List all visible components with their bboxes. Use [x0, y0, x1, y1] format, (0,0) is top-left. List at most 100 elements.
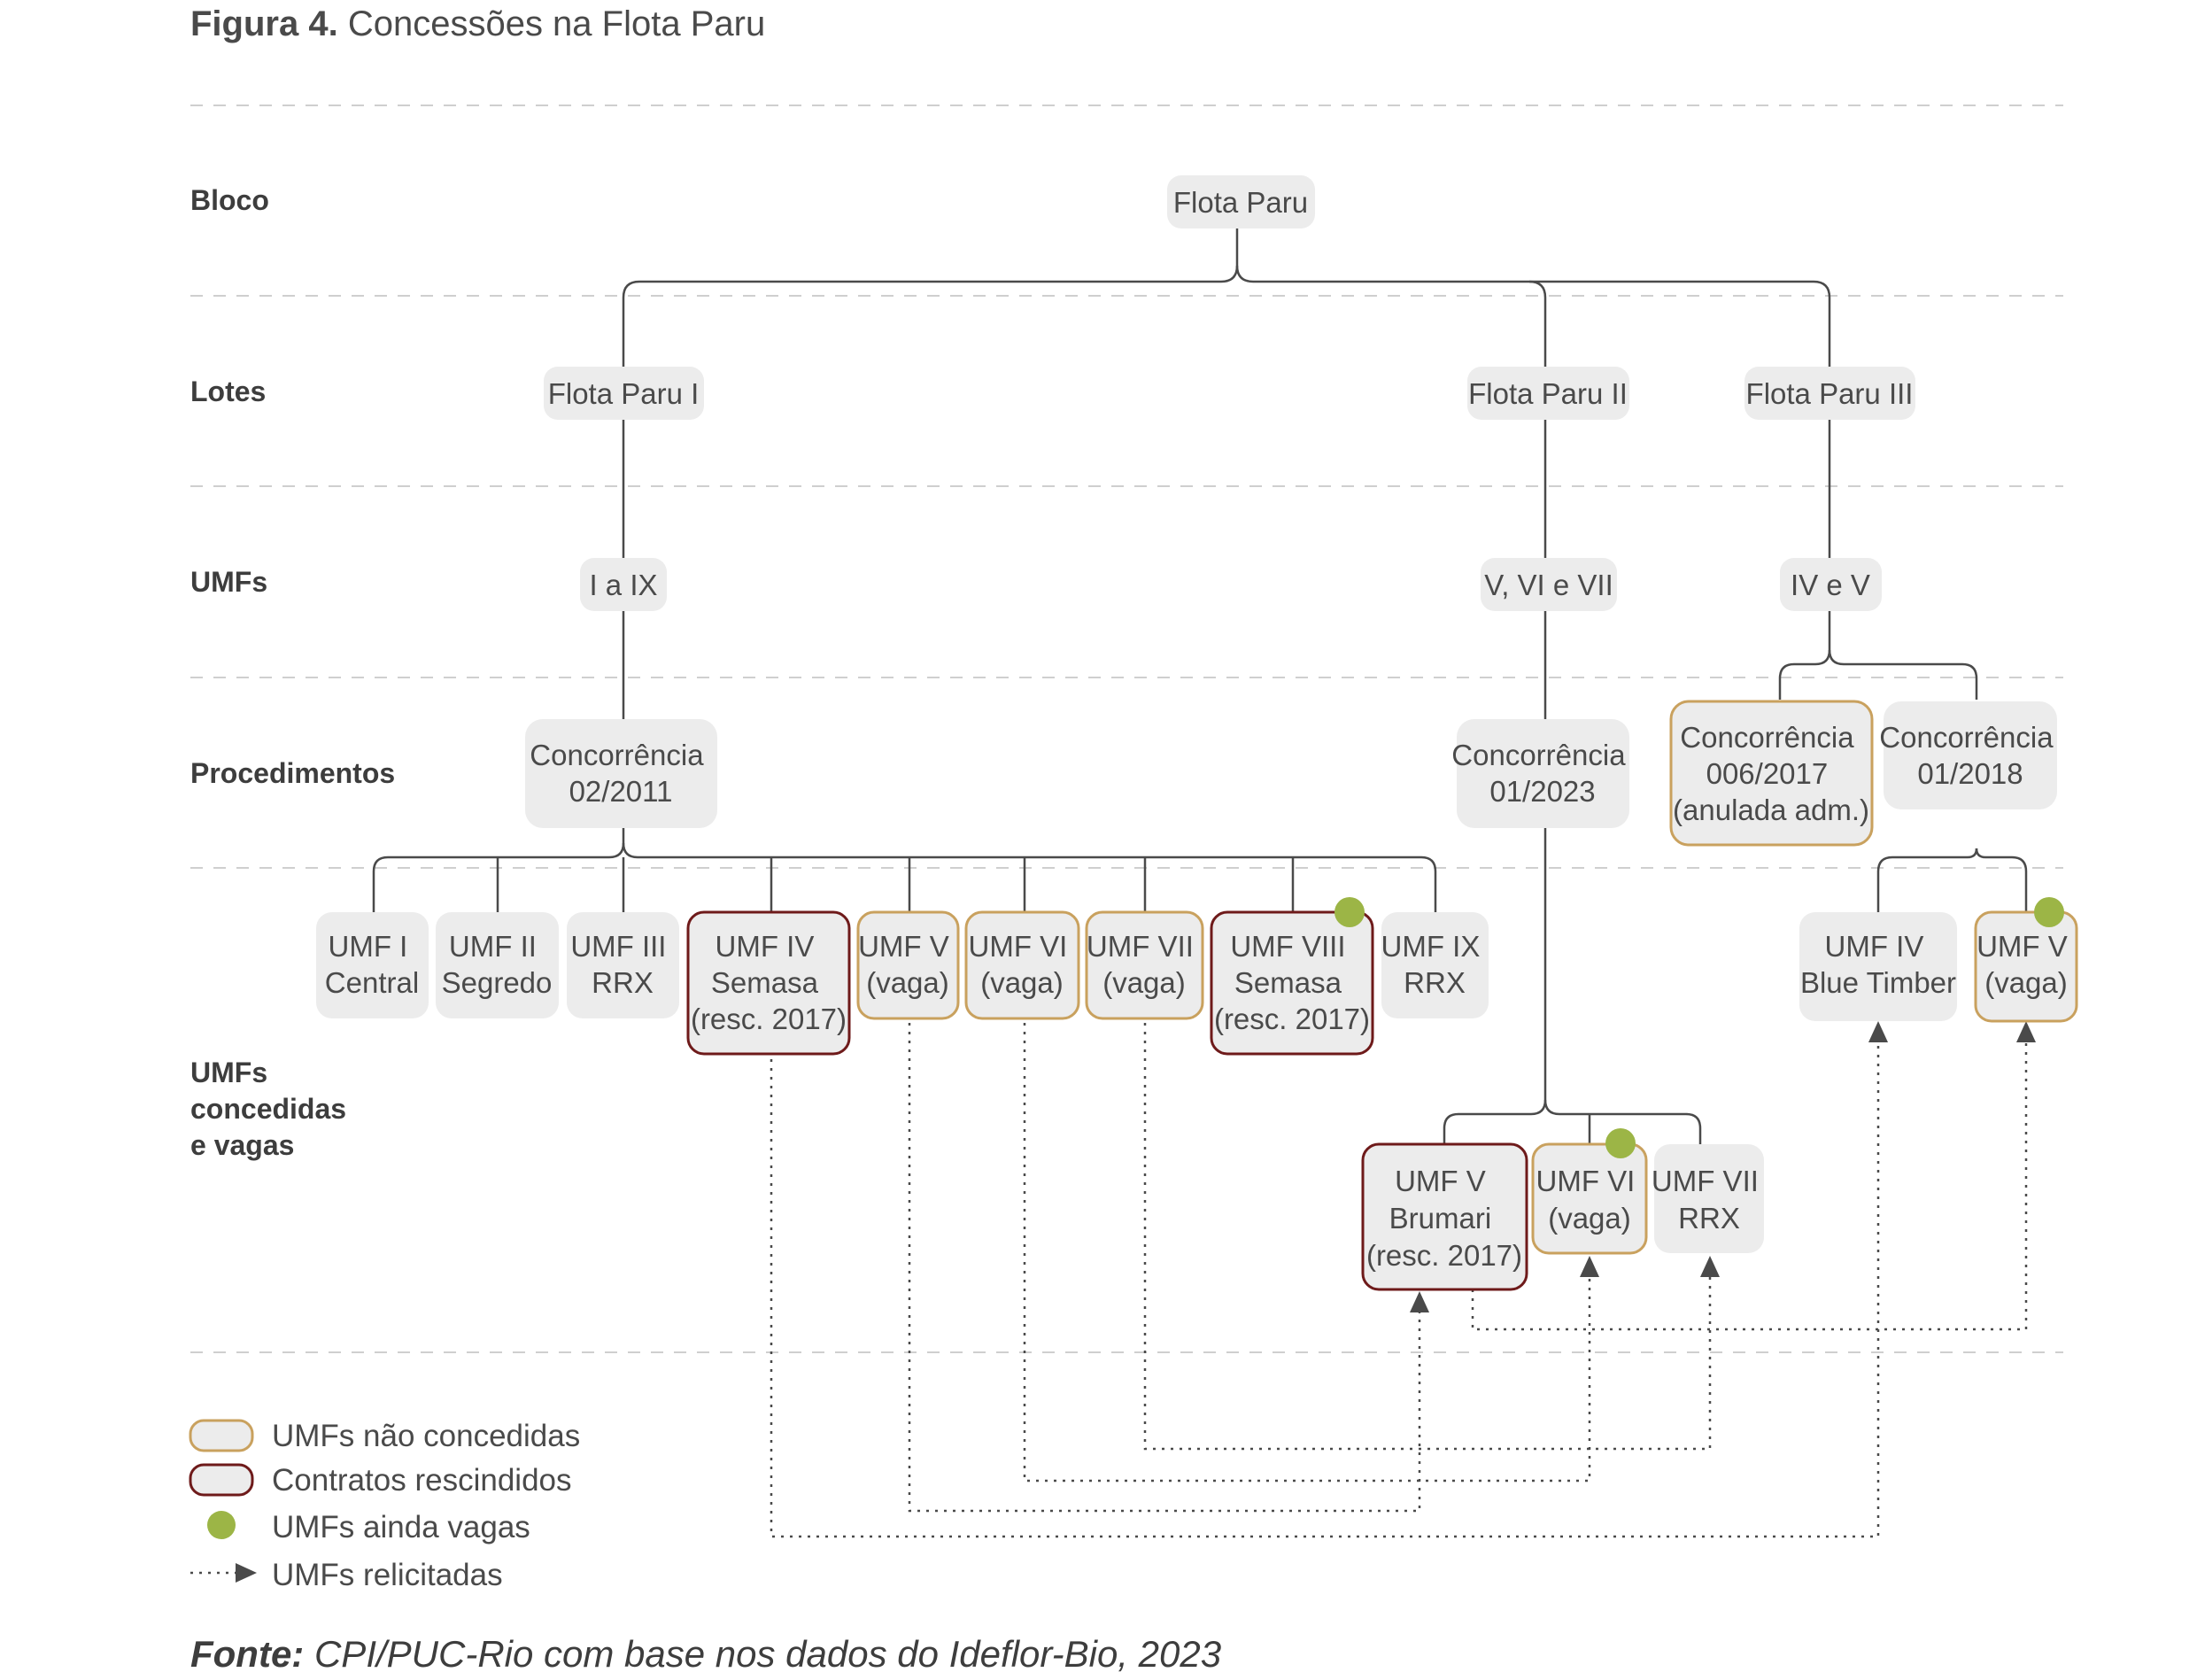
- connector-line: [1778, 611, 1831, 700]
- connector-line: [1876, 848, 1978, 912]
- svg-text:UMF VII (vaga): UMF VII (vaga): [1087, 930, 1202, 999]
- arrow-head: [1410, 1291, 1429, 1312]
- node-label: UMF VI: [1536, 1165, 1636, 1197]
- svg-text:UMF VI (vaga): UMF VI (vaga): [969, 930, 1076, 999]
- svg-text:UMF I Central: UMF I Central: [325, 930, 419, 999]
- node-label: RRX: [1404, 966, 1466, 999]
- node-label: IV e V: [1791, 569, 1870, 601]
- node-label: 01/2018: [1917, 757, 2023, 790]
- arrow-head: [1700, 1256, 1720, 1277]
- node-label: UMF VII: [1652, 1165, 1759, 1197]
- legend-swatch-not-granted: [189, 1419, 254, 1452]
- source-note: Fonte: CPI/PUC-Rio com base nos dados do…: [190, 1633, 1221, 1675]
- row-label-concedidas: UMFs concedidas e vagas: [190, 1057, 354, 1161]
- node-concorrencia-006-2017: Concorrência 006/2017 (anulada adm.): [1669, 700, 1874, 847]
- tree-connectors: [372, 228, 2028, 1144]
- node-label: Semasa: [711, 966, 819, 999]
- node-umfs-iv-v: IV e V: [1780, 558, 1882, 611]
- figure-title: Figura 4. Concessões na Flota Paru: [190, 4, 765, 43]
- legend: UMFs não concedidas Contratos rescindido…: [189, 1419, 580, 1592]
- connector-line: [1543, 1099, 1702, 1144]
- legend-label-vacant: UMFs ainda vagas: [272, 1510, 530, 1545]
- node-label: Central: [325, 966, 419, 999]
- svg-text:UMF IV Semasa: UMF IV Semasa (resc. 2017): [691, 930, 847, 1035]
- row-label-lotes: Lotes: [190, 375, 266, 407]
- node-flota-paru-i: Flota Paru I: [544, 367, 704, 420]
- svg-text:Flota Paru III: Flota Paru III: [1746, 377, 1914, 410]
- row-label-umfs: UMFs: [190, 566, 267, 598]
- svg-text:Flota Paru I: Flota Paru I: [548, 377, 700, 410]
- node-label: 006/2017: [1706, 757, 1829, 790]
- node-label: UMF VIII: [1230, 930, 1345, 963]
- node-label: RRX: [1678, 1202, 1740, 1235]
- relicitation-path: [1023, 1023, 1591, 1483]
- node-label: Semasa: [1234, 966, 1342, 999]
- node-label: (anulada adm.): [1673, 794, 1869, 826]
- legend-swatch-vacant: [207, 1511, 236, 1539]
- node-label: RRX: [592, 966, 654, 999]
- node-umf-v-brumari: UMF V Brumari (resc. 2017): [1361, 1142, 1528, 1291]
- node-concorrencia-01-2018: Concorrência 01/2018: [1879, 701, 2061, 809]
- node-flota-paru-ii: Flota Paru II: [1467, 367, 1629, 420]
- svg-text:Concorrência 01/2018: Concorrência 01/2018: [1879, 721, 2061, 790]
- figure-title-prefix: Figura 4.: [190, 4, 338, 43]
- node-label: Flota Paru: [1173, 186, 1308, 219]
- node-label: Segredo: [442, 966, 553, 999]
- node-umf-iii-rrx: UMF III RRX: [567, 912, 679, 1018]
- node-umf-vi-vaga-2023: UMF VI (vaga): [1531, 1142, 1648, 1255]
- legend-label-not-granted: UMFs não concedidas: [272, 1419, 580, 1453]
- node-flota-paru-iii: Flota Paru III: [1744, 367, 1915, 420]
- node-label: UMF IV: [716, 930, 815, 963]
- node-label: (resc. 2017): [1214, 1003, 1370, 1035]
- node-umf-i-central: UMF I Central: [316, 912, 429, 1018]
- node-label: Concorrência: [1680, 721, 1854, 754]
- node-label: V, VI e VII: [1484, 569, 1613, 601]
- relicitation-path: [770, 1039, 1880, 1538]
- svg-text:Flota Paru II: Flota Paru II: [1468, 377, 1628, 410]
- arrow-head: [2016, 1021, 2036, 1042]
- svg-text:UMF V Brumari: UMF V Brumari (resc. 2017): [1366, 1165, 1522, 1272]
- svg-text:UMF V (vaga): UMF V (vaga): [1977, 930, 2076, 999]
- connector-line: [1529, 280, 1831, 372]
- connector-line: [1235, 265, 1547, 372]
- node-label: UMF IV: [1825, 930, 1924, 963]
- vacant-markers: [1334, 897, 2064, 1158]
- node-label: Concorrência: [1451, 739, 1626, 771]
- node-umf-vii-vaga: UMF VII (vaga): [1085, 910, 1204, 1020]
- node-label: UMF II: [449, 930, 537, 963]
- vacant-dot: [1605, 1128, 1636, 1158]
- node-label: Flota Paru I: [548, 377, 700, 410]
- svg-text:UMF IV Blue Timber: UMF IV Blue Timber: [1800, 930, 1956, 999]
- node-concorrencia-02-2011: Concorrência 02/2011: [525, 719, 717, 828]
- svg-text:I a IX: I a IX: [589, 569, 657, 601]
- relicitation-path: [908, 1023, 1421, 1513]
- node-label: UMF V: [858, 930, 949, 963]
- node-flota-paru: Flota Paru: [1167, 175, 1315, 228]
- node-umf-vi-vaga: UMF VI (vaga): [964, 910, 1080, 1020]
- connector-line: [622, 842, 1437, 912]
- relicitation-path: [1143, 1023, 1712, 1451]
- node-label: Blue Timber: [1800, 966, 1956, 999]
- arrow-head: [1868, 1021, 1888, 1042]
- svg-text:UMF VIII Semasa: UMF VIII Semasa (resc. 2017): [1214, 930, 1370, 1035]
- node-label: (vaga): [980, 966, 1064, 999]
- svg-text:UMF V (vaga): UMF V (vaga): [858, 930, 957, 999]
- node-label: (vaga): [866, 966, 949, 999]
- legend-label-terminated: Contratos rescindidos: [272, 1463, 572, 1498]
- relicitation-paths: [770, 1021, 2036, 1538]
- svg-text:UMF II Segredo: UMF II Segredo: [442, 930, 553, 999]
- node-label: Flota Paru II: [1468, 377, 1628, 410]
- node-label: Concorrência: [1879, 721, 2054, 754]
- node-label: UMF VII: [1087, 930, 1194, 963]
- node-umfs-i-a-ix: I a IX: [580, 558, 667, 611]
- node-label: UMF V: [1977, 930, 2068, 963]
- node-label: (vaga): [1548, 1202, 1631, 1235]
- node-label: (vaga): [1984, 966, 2068, 999]
- svg-text:IV e V: IV e V: [1791, 569, 1870, 601]
- node-label: Brumari: [1389, 1202, 1492, 1235]
- node-umf-ii-segredo: UMF II Segredo: [436, 912, 559, 1018]
- svg-text:UMF IX RRX: UMF IX RRX: [1381, 930, 1489, 999]
- arrow-head: [236, 1563, 257, 1583]
- row-label-bloco: Bloco: [190, 184, 269, 216]
